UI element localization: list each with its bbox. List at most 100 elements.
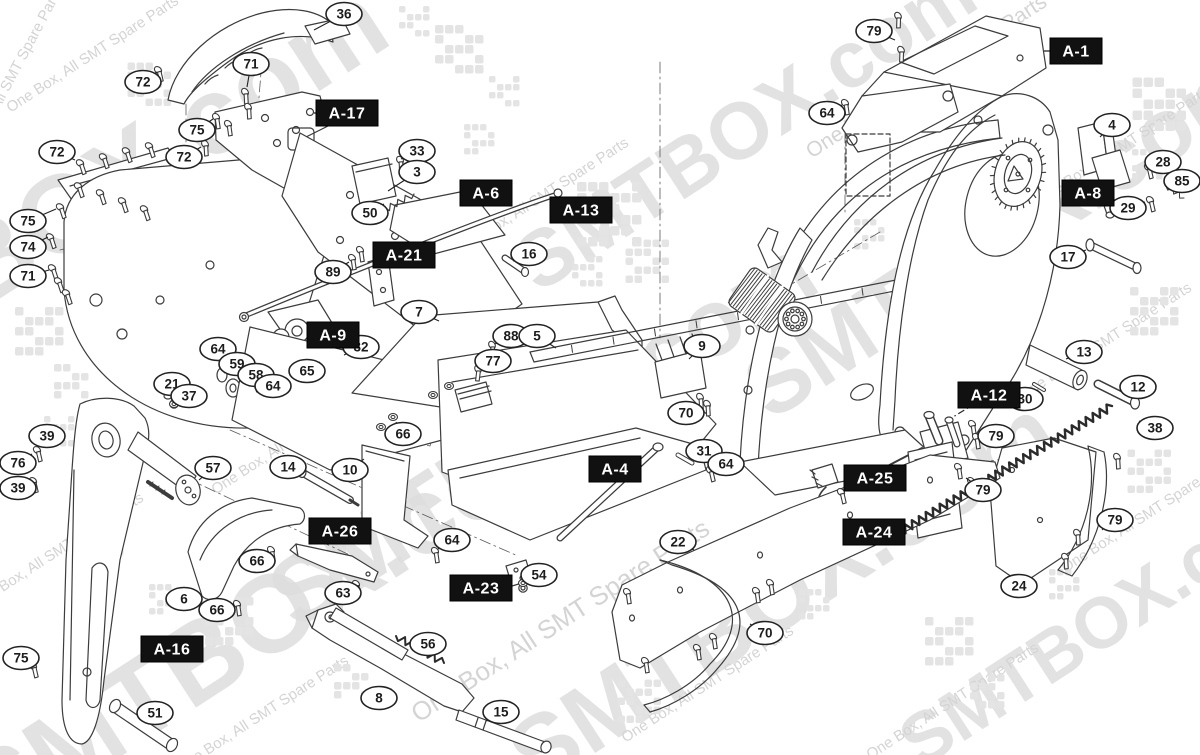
part-rail-70	[643, 559, 741, 713]
callout-39: 39	[28, 423, 66, 449]
screw	[232, 599, 242, 617]
svg-text:13: 13	[1076, 345, 1092, 360]
watermark-qr-pattern	[625, 239, 669, 283]
callout-64: 64	[707, 451, 745, 477]
callout-89: 89	[314, 259, 352, 285]
part-pivot-arm	[127, 431, 201, 506]
screw	[355, 245, 365, 263]
svg-text:64: 64	[265, 379, 281, 394]
callout-79: 79	[855, 18, 896, 44]
svg-text:66: 66	[249, 554, 265, 569]
svg-text:50: 50	[362, 206, 377, 221]
svg-text:A-21: A-21	[386, 248, 423, 265]
spring	[1165, 185, 1185, 199]
callout-36: 36	[313, 1, 363, 31]
assembly-label-A-21: A-21	[372, 241, 436, 269]
svg-text:10: 10	[342, 463, 357, 478]
callout-63: 63	[324, 580, 362, 606]
callout-33: 33	[398, 138, 436, 164]
svg-text:64: 64	[210, 342, 226, 357]
callout-22: 22	[659, 529, 697, 555]
callout-79: 79	[977, 423, 1015, 449]
callout-6: 6	[165, 586, 203, 612]
svg-text:37: 37	[181, 389, 196, 404]
part-pin-16	[501, 254, 530, 278]
callout-75: 75	[178, 117, 216, 143]
assembly-label-A-8: A-8	[1061, 179, 1115, 207]
part-shell-6	[187, 497, 306, 601]
part-rod-17	[1085, 238, 1142, 275]
svg-text:9: 9	[698, 339, 706, 354]
svg-text:66: 66	[395, 427, 411, 442]
screw	[751, 586, 761, 604]
callout-3: 3	[387, 159, 436, 192]
screw	[53, 277, 65, 294]
watermark-qr-pattern	[54, 364, 89, 399]
svg-text:72: 72	[176, 150, 191, 165]
svg-text:70: 70	[757, 626, 772, 641]
svg-text:75: 75	[13, 651, 29, 666]
watermark-qr-pattern	[925, 617, 974, 666]
part-lever-8	[305, 603, 475, 713]
watermark-qr-pattern	[489, 76, 520, 107]
svg-text:39: 39	[39, 429, 54, 444]
callout-14: 14	[269, 454, 307, 480]
callout-79: 79	[1096, 507, 1134, 533]
svg-text:72: 72	[49, 145, 64, 160]
svg-text:A-4: A-4	[601, 462, 628, 479]
screw	[55, 203, 67, 220]
svg-text:79: 79	[975, 483, 990, 498]
screw	[836, 488, 847, 505]
svg-text:54: 54	[531, 568, 547, 583]
nuts	[168, 381, 529, 588]
part-a4-rod	[556, 442, 695, 542]
callout-9: 9	[683, 333, 721, 360]
callout-75: 75	[2, 645, 40, 671]
screw	[703, 399, 711, 417]
svg-text:31: 31	[696, 444, 712, 459]
screw	[1073, 528, 1081, 546]
part-cylinder-13	[1025, 344, 1088, 391]
screw	[1061, 552, 1069, 570]
assembly-label-A-23: A-23	[449, 574, 513, 602]
screw	[894, 11, 902, 29]
svg-text:12: 12	[1130, 380, 1145, 395]
callout-72: 72	[165, 144, 203, 170]
part-connector-9	[654, 333, 707, 399]
callout-24: 24	[1000, 573, 1038, 599]
screw	[622, 587, 632, 605]
nut	[387, 412, 399, 422]
callout-70: 70	[746, 620, 784, 646]
svg-text:38: 38	[1147, 421, 1163, 436]
svg-text:A-1: A-1	[1062, 44, 1089, 61]
callout-71: 71	[232, 51, 270, 88]
assembly-label-A-24: A-24	[842, 518, 906, 546]
svg-text:14: 14	[280, 460, 296, 475]
assembly-label-A-1: A-1	[1044, 37, 1103, 65]
callout-57: 57	[194, 455, 232, 481]
svg-text:A-12: A-12	[971, 388, 1008, 405]
screw	[953, 462, 963, 480]
svg-text:66: 66	[209, 603, 225, 618]
screw	[201, 139, 209, 157]
callout-64: 64	[808, 100, 846, 126]
svg-text:A-23: A-23	[463, 581, 500, 598]
watermark-qr-pattern	[399, 6, 430, 37]
part-rod-15	[455, 709, 552, 754]
part-a26-clamp	[289, 543, 379, 583]
svg-text:A-24: A-24	[856, 525, 893, 542]
svg-text:24: 24	[1011, 579, 1027, 594]
callout-7: 7	[400, 299, 440, 325]
screw	[98, 153, 110, 170]
callout-66: 66	[384, 421, 422, 447]
svg-text:56: 56	[420, 637, 436, 652]
svg-text:71: 71	[243, 57, 259, 72]
screw	[144, 142, 156, 159]
callout-10: 10	[331, 457, 369, 483]
callout-12: 12	[1119, 374, 1157, 400]
assembly-label-A-6: A-6	[459, 179, 513, 207]
watermark-qr-pattern	[464, 124, 495, 155]
svg-text:29: 29	[1120, 201, 1135, 216]
